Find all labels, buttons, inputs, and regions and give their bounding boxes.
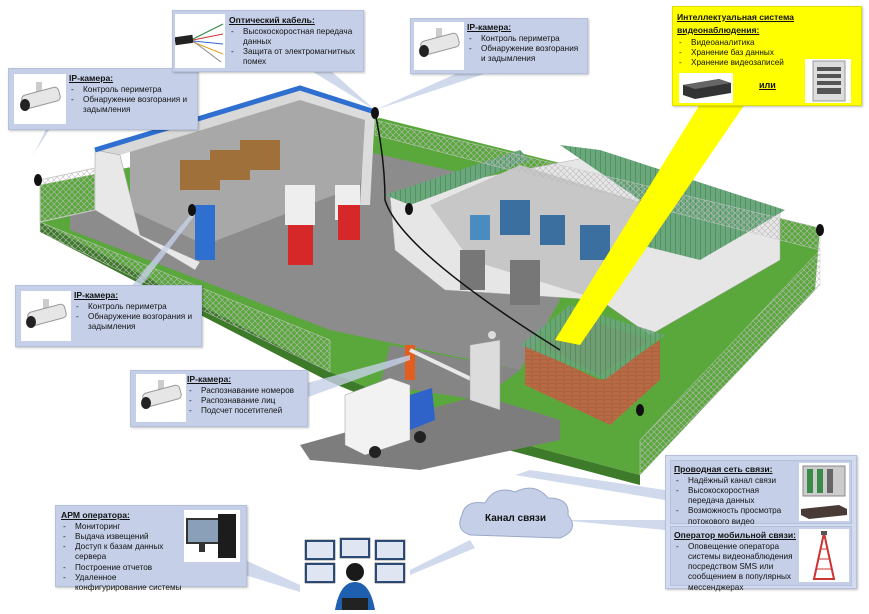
callout-ip-camera-perimeter-1: IP-камера: Контроль периметраОбнаружение… — [8, 68, 198, 130]
ip-camera-icon — [414, 22, 464, 70]
callout-optical-cable: Оптический кабель: Высокоскоростная пере… — [172, 10, 364, 72]
ip-camera-icon — [21, 291, 71, 341]
callout-communication-channels: Проводная сеть связи: Надёжный канал свя… — [665, 455, 857, 592]
rack-server-icon — [679, 73, 733, 103]
shelves — [180, 140, 280, 190]
machinery — [470, 200, 610, 260]
callout-ip-camera-perimeter-2: IP-камера: Контроль периметраОбнаружение… — [410, 18, 588, 74]
callout-mobile-operator: Оператор мобильной связи: Оповещение опе… — [670, 526, 852, 592]
callout-item: Надёжный канал связи — [674, 476, 794, 487]
callout-item: Обнаружение возгорания и задымления — [74, 312, 198, 333]
cloud-icon — [459, 487, 573, 539]
barrier-post — [405, 345, 415, 380]
server-location-beam — [555, 104, 745, 345]
red-trucks — [285, 185, 360, 265]
callout-item: Хранение видеозаписей — [677, 58, 857, 69]
camera-markers — [34, 107, 824, 416]
connection-lines — [30, 70, 665, 592]
callout-item: Контроль периметра — [467, 34, 585, 45]
warehouse-door — [195, 205, 215, 260]
callout-ip-camera-gate: IP-камера: Распознавание номеровРаспозна… — [130, 370, 308, 427]
callout-title: Оператор мобильной связи: — [674, 530, 796, 540]
callout-item: Подсчет посетителей — [187, 406, 305, 417]
fiber-cable-icon — [174, 14, 225, 68]
callout-title: IP-камера: — [187, 374, 232, 384]
callout-title: АРМ оператора: — [61, 510, 130, 520]
callout-item: Доступ к базам данных сервера — [61, 542, 187, 563]
callout-item: Распознавание номеров — [187, 386, 305, 397]
callout-title: IP-камера: — [74, 290, 119, 300]
callout-item: Высокоскоростная передача данных — [229, 27, 359, 48]
callout-intelligent-video-system: Интеллектуальная система видеонаблюдения… — [672, 6, 862, 106]
server-cabinet-icon — [805, 59, 851, 103]
callout-operator-workstation: АРМ оператора: МониторингВыдача извещени… — [55, 505, 247, 592]
factory-gates — [460, 250, 540, 305]
callout-item: Хранение баз данных — [677, 48, 857, 59]
perimeter-fence-left — [39, 167, 96, 223]
callout-item: Мониторинг — [61, 522, 187, 533]
callout-item: Возможность просмотра потокового видео — [674, 506, 794, 527]
callout-item: Контроль периметра — [69, 85, 193, 96]
callout-item: Видеоаналитика — [677, 38, 857, 49]
callout-title: Проводная сеть связи: — [674, 464, 773, 474]
ip-camera-icon — [14, 74, 66, 124]
callout-item: Контроль периметра — [74, 302, 198, 313]
callout-title: IP-камера: — [467, 22, 512, 32]
callout-item: Распознавание лиц — [187, 396, 305, 407]
or-label: или — [759, 80, 776, 90]
callout-item: Удаленное конфигурирование системы — [61, 573, 187, 594]
ip-camera-icon — [136, 374, 186, 422]
workstation-icon — [184, 510, 240, 562]
guardhouse-roof — [520, 305, 665, 380]
guardhouse-walls — [525, 340, 660, 425]
callout-item: Оповещение оператора системы видеонаблюд… — [674, 542, 798, 593]
perimeter-fence-back — [374, 119, 821, 251]
callout-wired-network: Проводная сеть связи: Надёжный канал свя… — [670, 460, 852, 527]
callout-title: Интеллектуальная система видеонаблюдения… — [677, 12, 794, 35]
callout-item: Обнаружение возгорания и задымления — [467, 44, 585, 65]
callout-ip-camera-perimeter-3: IP-камера: Контроль периметраОбнаружение… — [15, 285, 202, 347]
network-equipment-icon — [799, 463, 849, 521]
callout-item: Выдача извещений — [61, 532, 187, 543]
operator-workstation-illustration — [304, 537, 406, 610]
callout-item: Построение отчетов — [61, 563, 187, 574]
delivery-van — [344, 377, 435, 458]
fiber-cable-line — [374, 111, 561, 351]
cell-tower-icon — [799, 529, 849, 582]
checkpoint-booth — [469, 339, 501, 411]
callout-item: Обнаружение возгорания и задымления — [69, 95, 193, 116]
communication-channel-label: Канал связи — [485, 513, 547, 524]
callout-title: Оптический кабель: — [229, 15, 315, 25]
callout-item: Высокоскоростная передача данных — [674, 486, 794, 507]
perimeter-fence-right — [639, 249, 821, 476]
callout-item: Защита от электромагнитных помех — [229, 47, 359, 68]
callout-title: IP-камера: — [69, 73, 114, 83]
warehouse-right-wall — [300, 88, 375, 205]
